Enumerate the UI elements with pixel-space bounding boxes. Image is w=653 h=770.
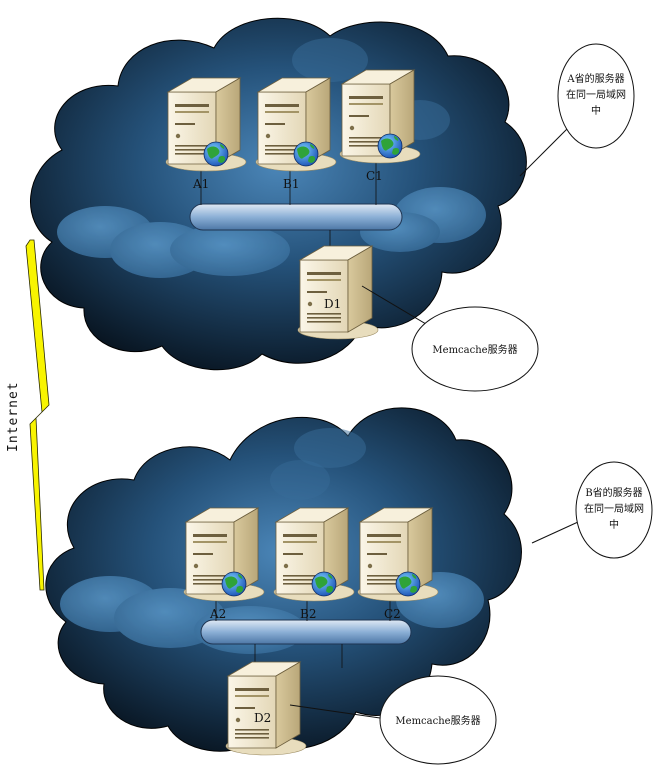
- server-A2: A2: [183, 507, 265, 621]
- lan-bus-top: [189, 160, 403, 262]
- server-label: D1: [324, 297, 341, 311]
- server-A1: A1: [165, 77, 247, 191]
- network-bus-icon: [189, 203, 403, 231]
- callout-memcache-top: Memcache服务器: [361, 285, 539, 392]
- globe-icon: [221, 571, 247, 597]
- server-C1: C1: [339, 69, 421, 183]
- callout-region-top: A省的服务器 在同一局域网 中: [519, 43, 635, 177]
- globe-icon: [395, 571, 421, 597]
- internet-link: Internet: [6, 239, 50, 591]
- region-note-line: 中: [591, 104, 601, 117]
- region-note-line: B省的服务器: [585, 486, 642, 499]
- lightning-icon: [25, 239, 50, 591]
- server-label: A1: [192, 177, 209, 191]
- server-icon: [225, 661, 307, 756]
- server-label: B1: [283, 177, 299, 191]
- region-note-line: 在同一局域网: [566, 88, 626, 101]
- globe-icon: [203, 141, 229, 167]
- server-label: B2: [300, 607, 316, 621]
- memcache-note: Memcache服务器: [395, 714, 480, 727]
- server-B1: B1: [255, 77, 337, 191]
- server-B2: B2: [273, 507, 355, 621]
- server-label: A2: [209, 607, 226, 621]
- server-label: C1: [366, 169, 383, 183]
- cache-server-D1: D1: [297, 245, 379, 340]
- server-label: D2: [254, 711, 271, 725]
- globe-icon: [377, 133, 403, 159]
- callout-region-bottom: B省的服务器 在同一局域网 中: [531, 461, 653, 559]
- callout-memcache-bottom: Memcache服务器: [289, 675, 497, 765]
- region-note-line: A省的服务器: [566, 72, 624, 85]
- globe-icon: [311, 571, 337, 597]
- region-note-line: 中: [609, 518, 619, 531]
- lan-bus-bottom: [200, 584, 412, 668]
- memcache-note: Memcache服务器: [432, 343, 517, 356]
- cache-server-D2: D2: [225, 661, 307, 756]
- server-C2: C2: [357, 507, 439, 621]
- internet-label: Internet: [6, 381, 21, 452]
- server-label: C2: [384, 607, 401, 621]
- globe-icon: [293, 141, 319, 167]
- server-icon: [297, 245, 379, 340]
- network-bus-icon: [200, 619, 412, 645]
- region-note-line: 在同一局域网: [584, 502, 644, 515]
